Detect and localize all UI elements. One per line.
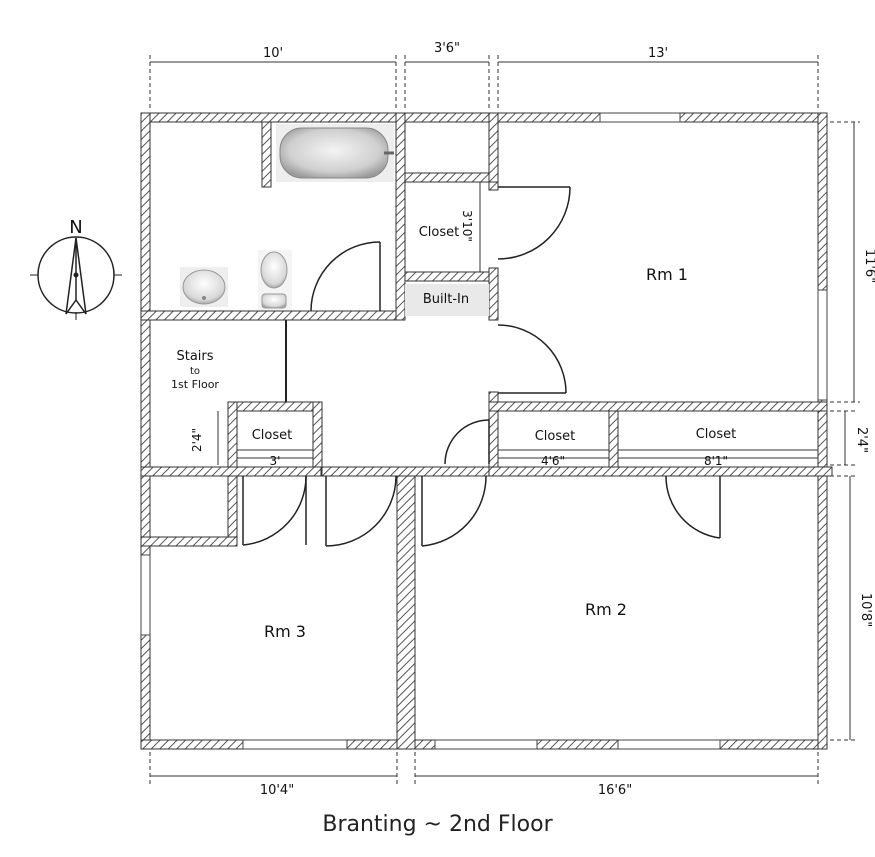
toilet-icon: [258, 250, 292, 310]
built-in-label: Built-In: [423, 292, 469, 307]
compass-icon: [30, 236, 122, 320]
dim-closet-rm2-left-width: 4'6": [541, 454, 565, 468]
compass-north-label: N: [69, 217, 82, 238]
closet-hall-label: Closet: [252, 428, 293, 443]
dim-bottom-right: 16'6": [598, 783, 632, 798]
bathtub-icon: [276, 124, 394, 182]
room-rm1-label: Rm 1: [646, 265, 688, 284]
dim-top-left: 10': [263, 46, 283, 61]
closet-rods: [237, 182, 818, 451]
room-labels: Rm 1 Rm 2 Rm 3 Closet Built-In Stairs to…: [171, 225, 736, 641]
dimension-lines: [149, 55, 860, 784]
closet-bath-label: Closet: [419, 225, 460, 240]
built-in-shelf: [405, 284, 489, 316]
dim-closet-rm2-right-width: 8'1": [704, 454, 728, 468]
dim-right-upper: 11'6": [862, 249, 875, 283]
windows: [140, 112, 828, 750]
dim-top-right: 13': [648, 46, 668, 61]
dim-bottom-left: 10'4": [260, 783, 294, 798]
stairs-label-line3: 1st Floor: [171, 378, 219, 391]
dim-top-mid: 3'6": [434, 41, 460, 56]
plan-title: Branting ~ 2nd Floor: [322, 812, 553, 837]
closet-rm2-right-label: Closet: [696, 427, 737, 442]
dim-right-mid: 2'4": [854, 427, 869, 453]
stairs-label-line2: to: [190, 366, 200, 377]
doors: [242, 186, 721, 547]
stairs-label-line1: Stairs: [176, 349, 213, 364]
closet-rm2-left-label: Closet: [535, 429, 576, 444]
dim-right-lower: 10'8": [858, 593, 873, 627]
room-rm3-label: Rm 3: [264, 622, 306, 641]
dim-closet-hall-depth: 2'4": [190, 428, 204, 452]
dimension-labels: 10' 3'6" 13' 11'6" 2'4" 10'8" 10'4" 16'6…: [190, 41, 875, 798]
dim-closet-bath-depth: 3'10": [460, 210, 474, 242]
dim-closet-hall-width: 3': [270, 454, 281, 468]
sink-icon: [180, 267, 228, 307]
room-rm2-label: Rm 2: [585, 600, 627, 619]
